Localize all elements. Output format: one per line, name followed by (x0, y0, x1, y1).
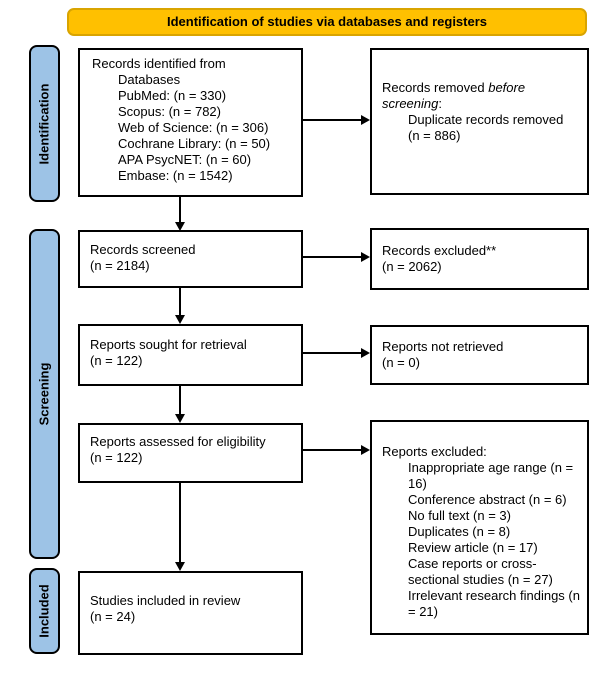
records-identified-item: Embase: (n = 1542) (118, 168, 233, 183)
reports-assessed-line1: Reports assessed for eligibility (90, 434, 266, 449)
reports-excluded-item: No full text (n = 3) (408, 508, 511, 523)
reports-excluded-box: Reports excluded: Inappropriate age rang… (370, 420, 589, 635)
reports-not-retrieved-box: Reports not retrieved (n = 0) (370, 325, 589, 385)
records-removed-title-italic: before screening (382, 80, 526, 111)
flow-line-identified-to-removed (303, 119, 361, 121)
studies-included-box: Studies included in review (n = 24) (78, 571, 303, 655)
arrow-right-icon (361, 115, 370, 125)
records-excluded-box: Records excluded** (n = 2062) (370, 228, 589, 290)
reports-excluded-item: Duplicates (n = 8) (408, 524, 511, 539)
reports-excluded-title: Reports excluded: (382, 444, 487, 459)
flow-line-sought-to-assessed (179, 386, 181, 415)
records-identified-title: Records identified from (92, 56, 226, 71)
flow-line-identified-to-screened (179, 197, 181, 223)
records-identified-item: Databases (118, 72, 181, 87)
phase-tab-screening-label: Screening (36, 362, 52, 426)
reports-excluded-item: Irrelevant research findings (n = 21) (408, 588, 580, 619)
reports-sought-box: Reports sought for retrieval (n = 122) (78, 324, 303, 386)
phase-tab-included: Included (29, 568, 60, 654)
arrow-down-icon (175, 562, 185, 571)
reports-assessed-count: (n = 122) (90, 450, 143, 465)
arrow-right-icon (361, 445, 370, 455)
records-removed-box: Records removed before screening: Duplic… (370, 48, 589, 195)
arrow-down-icon (175, 414, 185, 423)
reports-sought-line1: Reports sought for retrieval (90, 337, 247, 352)
arrow-down-icon (175, 315, 185, 324)
flow-line-sought-to-not-retrieved (303, 352, 361, 354)
reports-not-retrieved-line1: Reports not retrieved (382, 339, 504, 354)
records-identified-item: PubMed: (n = 330) (118, 88, 227, 103)
studies-included-count: (n = 24) (90, 609, 136, 624)
records-removed-title: Records removed before screening: (382, 80, 526, 111)
arrow-down-icon (175, 222, 185, 231)
records-removed-item: Duplicate records removed (n = 886) (408, 112, 564, 143)
banner-identification-of-studies: Identification of studies via databases … (67, 8, 587, 36)
reports-excluded-item: Conference abstract (n = 6) (408, 492, 567, 507)
reports-excluded-item: Review article (n = 17) (408, 540, 538, 555)
records-excluded-line1: Records excluded** (382, 243, 497, 258)
reports-assessed-box: Reports assessed for eligibility (n = 12… (78, 423, 303, 483)
arrow-right-icon (361, 348, 370, 358)
flow-line-screened-to-excluded (303, 256, 361, 258)
reports-sought-count: (n = 122) (90, 353, 143, 368)
records-identified-item: APA PsycNET: (n = 60) (118, 152, 252, 167)
phase-tab-identification-label: Identification (36, 83, 52, 164)
arrow-right-icon (361, 252, 370, 262)
records-screened-count: (n = 2184) (90, 258, 150, 273)
reports-excluded-item: Inappropriate age range (n = 16) (408, 460, 574, 491)
flow-line-assessed-to-included (179, 483, 181, 563)
banner-label: Identification of studies via databases … (166, 14, 488, 29)
flow-line-screened-to-sought (179, 288, 181, 316)
studies-included-line1: Studies included in review (90, 593, 241, 608)
reports-not-retrieved-count: (n = 0) (382, 355, 420, 370)
records-screened-box: Records screened (n = 2184) (78, 230, 303, 288)
records-identified-item: Cochrane Library: (n = 50) (118, 136, 271, 151)
records-identified-item: Web of Science: (n = 306) (118, 120, 269, 135)
records-identified-box: Records identified from Databases PubMed… (78, 48, 303, 197)
flow-line-assessed-to-reports-excluded (303, 449, 361, 451)
records-excluded-count: (n = 2062) (382, 259, 442, 274)
phase-tab-identification: Identification (29, 45, 60, 202)
reports-excluded-item: Case reports or cross-sectional studies … (408, 556, 553, 587)
records-identified-item: Scopus: (n = 782) (118, 104, 221, 119)
phase-tab-included-label: Included (36, 584, 52, 638)
phase-tab-screening: Screening (29, 229, 60, 559)
records-screened-line1: Records screened (90, 242, 196, 257)
